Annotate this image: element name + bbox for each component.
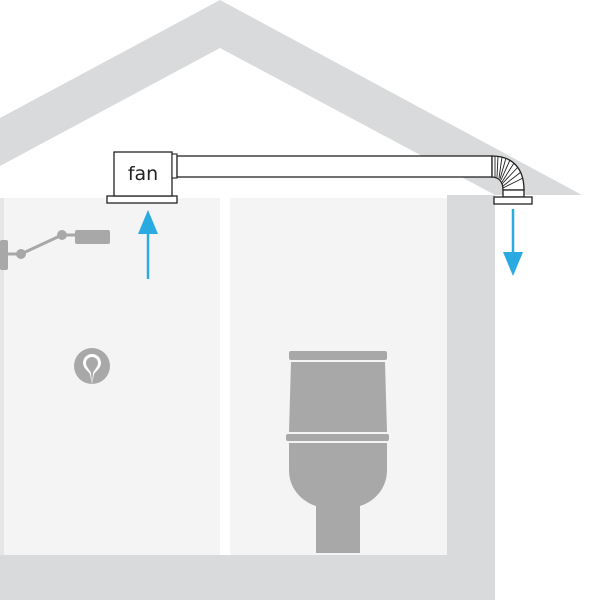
duct [176, 155, 533, 205]
shower-mixer-icon [74, 348, 110, 385]
fan-label: fan [128, 163, 158, 185]
shower-head-icon [0, 230, 110, 270]
airflow-down-arrow-icon [503, 209, 523, 276]
roof [0, 0, 582, 195]
airflow-up-arrow-icon [138, 210, 158, 279]
right-wall [447, 195, 495, 600]
floor [0, 555, 495, 600]
shower-room [0, 198, 220, 555]
fan-unit: fan [106, 151, 178, 204]
left-wall-edge [0, 198, 4, 555]
toilet-icon [286, 351, 389, 553]
